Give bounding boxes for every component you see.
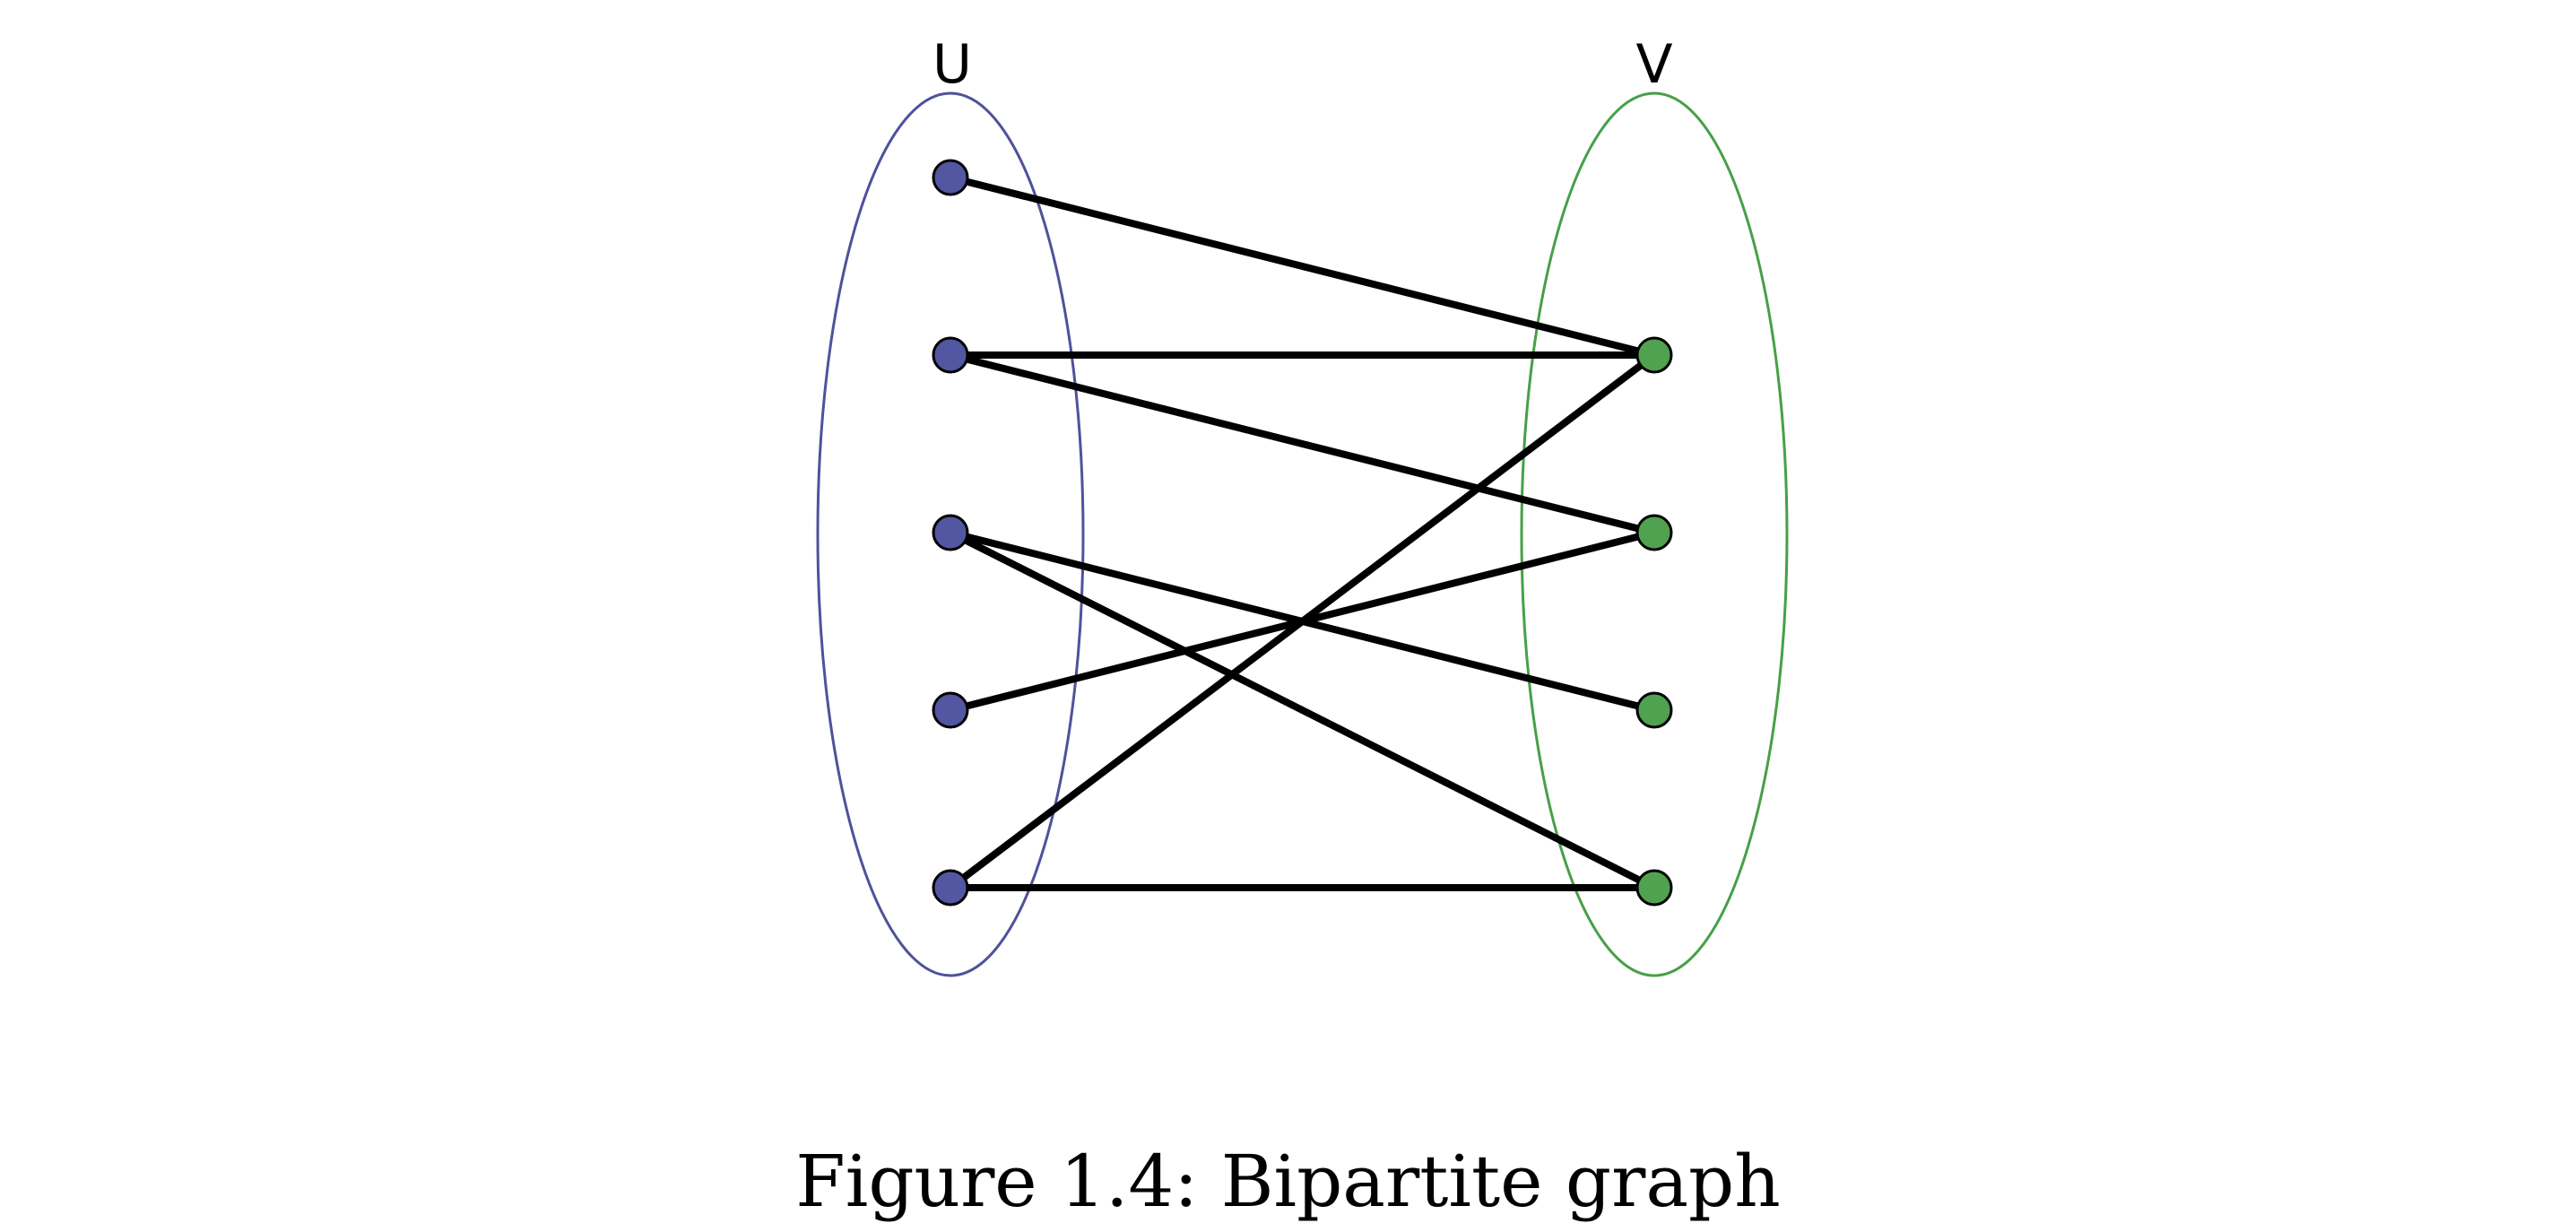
edge-u1-v1: [947, 174, 1658, 359]
node-v1: [1635, 336, 1673, 374]
node-v4: [1635, 869, 1673, 907]
figure-caption: Figure 1.4: Bipartite graph: [795, 1140, 1781, 1223]
set-u-boundary: [816, 91, 1085, 977]
node-u4: [932, 691, 969, 729]
node-u5: [932, 869, 969, 907]
node-v3: [1635, 691, 1673, 729]
edge-u5-v1: [947, 351, 1658, 891]
edge-group: [947, 174, 1658, 891]
edge-u3-v4: [947, 529, 1658, 891]
set-v-label: V: [1635, 33, 1672, 96]
node-u3: [932, 514, 969, 551]
node-u1: [932, 159, 969, 196]
edge-u2-v2: [947, 351, 1658, 536]
set-v-boundary: [1520, 91, 1789, 977]
node-group: [932, 159, 1673, 907]
node-v2: [1635, 514, 1673, 551]
node-u2: [932, 336, 969, 374]
set-u-label: U: [932, 33, 972, 96]
